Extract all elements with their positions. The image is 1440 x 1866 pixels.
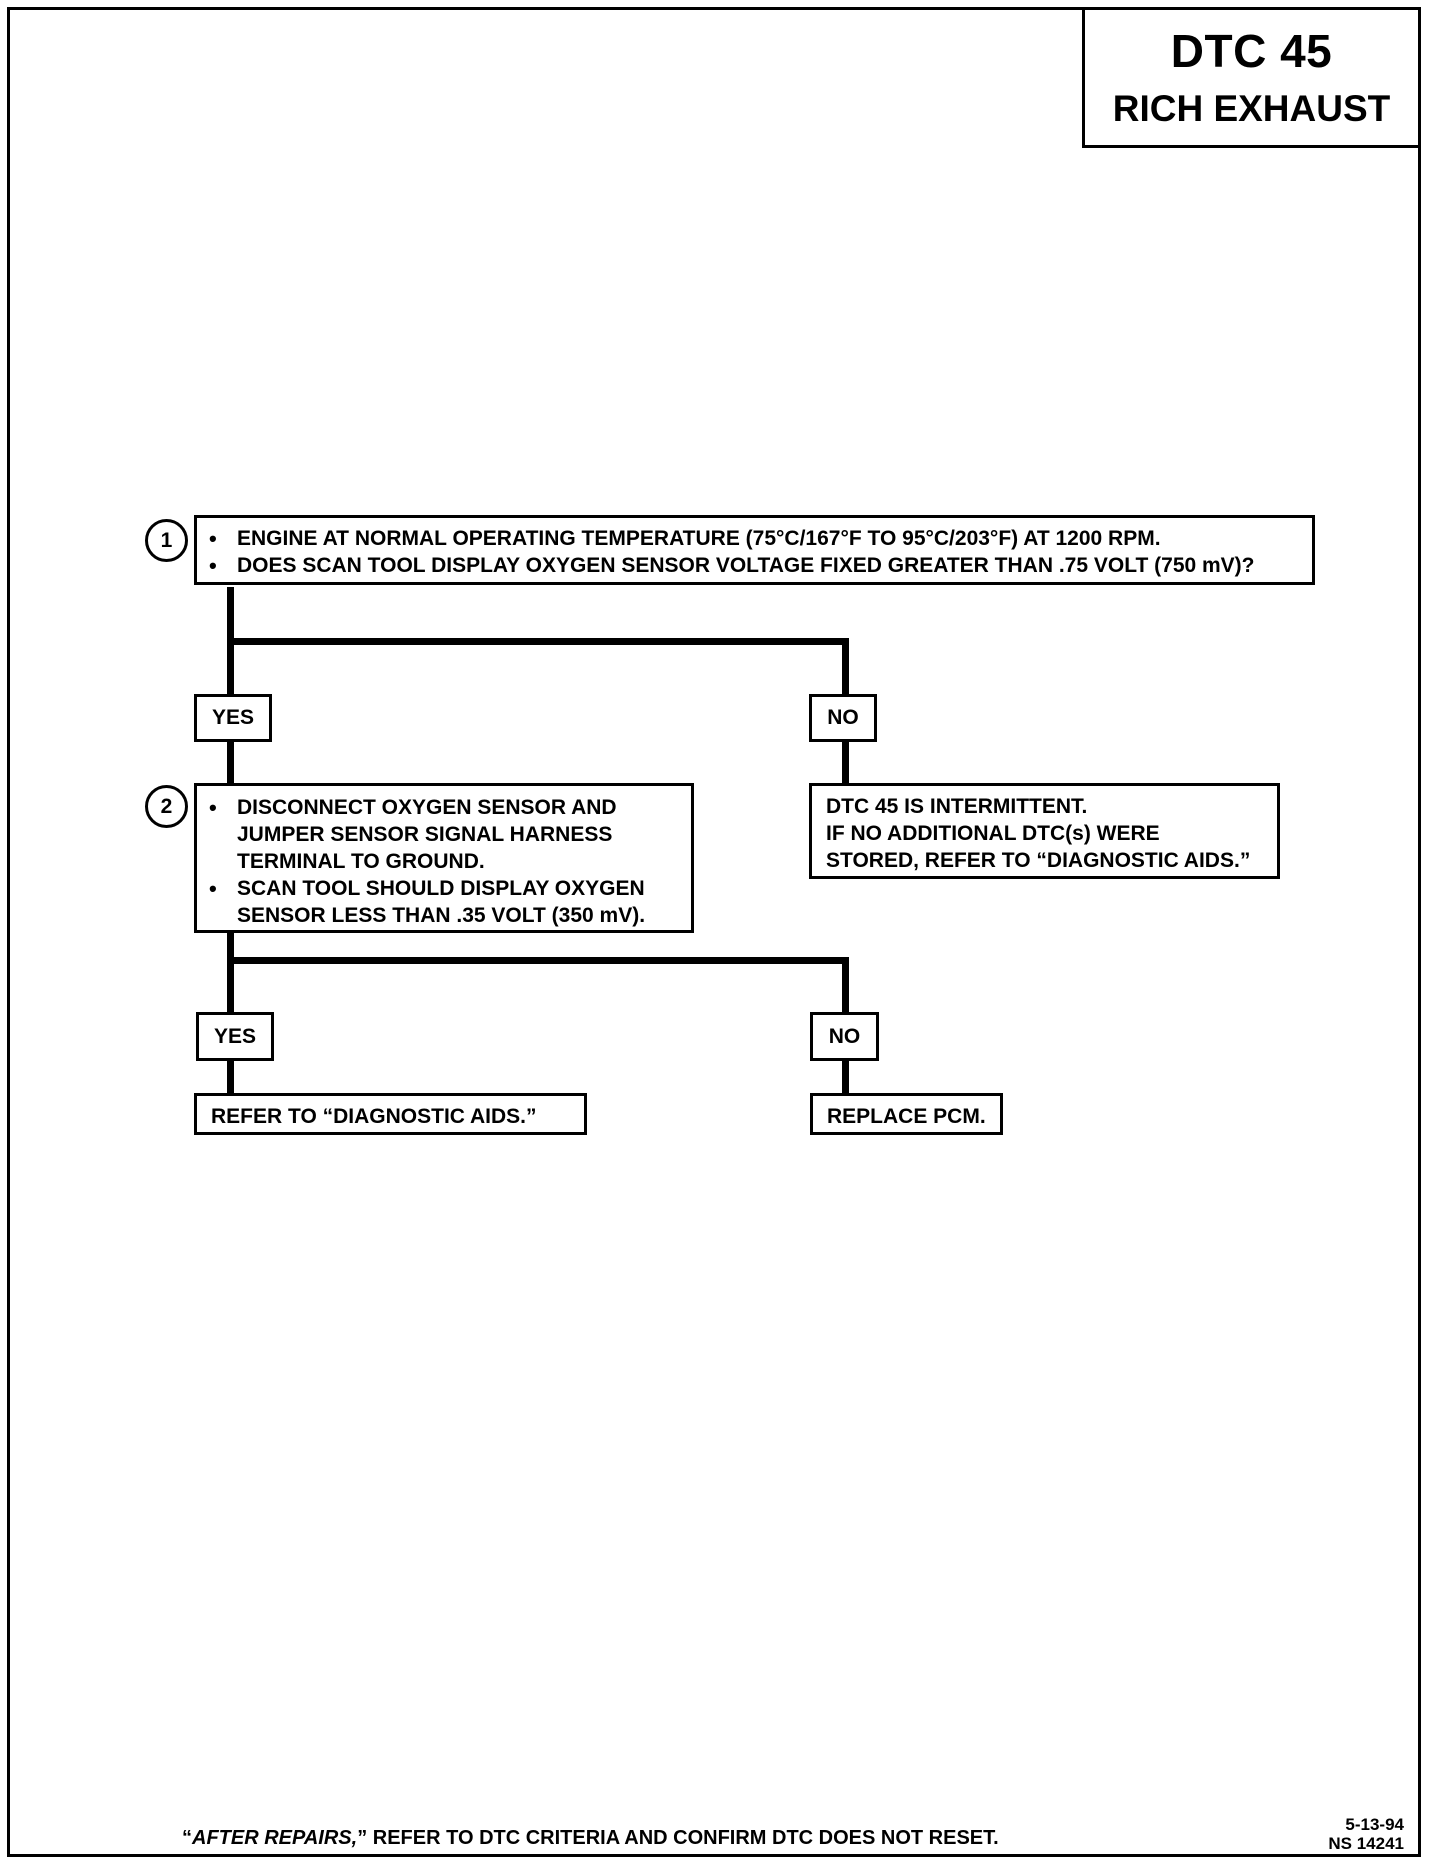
connector-yes2-to-result	[227, 1059, 234, 1096]
step-2-box: DISCONNECT OXYGEN SENSOR AND JUMPER SENS…	[194, 783, 694, 933]
connector-step1-no-down	[842, 638, 849, 697]
note-text: ” REFER TO DTC CRITERIA AND CONFIRM DTC …	[357, 1827, 999, 1849]
dtc-code: DTC 45	[1170, 25, 1333, 77]
step-1-box: ENGINE AT NORMAL OPERATING TEMPERATURE (…	[194, 515, 1315, 585]
note-emphasis: AFTER REPAIRS,	[192, 1827, 358, 1849]
step-2-yes-result: REFER TO “DIAGNOSTIC AIDS.”	[194, 1093, 587, 1135]
connector-no2-to-result	[842, 1059, 849, 1096]
step-1-number: 1	[145, 519, 188, 562]
document-date: 5-13-94	[1345, 1815, 1404, 1834]
result-line: STORED, REFER TO “DIAGNOSTIC AIDS.”	[826, 849, 1251, 872]
connector-step2-no-down	[842, 957, 849, 1015]
step-1-bullets: ENGINE AT NORMAL OPERATING TEMPERATURE (…	[197, 525, 1302, 579]
step-1-bullet: ENGINE AT NORMAL OPERATING TEMPERATURE (…	[197, 525, 1302, 552]
dtc-title: RICH EXHAUST	[1112, 88, 1391, 129]
step-1-bullet: DOES SCAN TOOL DISPLAY OXYGEN SENSOR VOL…	[197, 552, 1302, 579]
result-line: DTC 45 IS INTERMITTENT.	[826, 795, 1088, 818]
step-2-number: 2	[145, 785, 188, 828]
step-2-no-result: REPLACE PCM.	[810, 1093, 1003, 1135]
result-line: IF NO ADDITIONAL DTC(s) WERE	[826, 822, 1160, 845]
step-2-yes-label: YES	[196, 1012, 274, 1061]
title-block: DTC 45 RICH EXHAUST	[1082, 7, 1421, 148]
note-open-quote: “	[182, 1827, 192, 1849]
step-2-bullet: SCAN TOOL SHOULD DISPLAY OXYGEN SENSOR L…	[197, 875, 681, 929]
page-border	[7, 7, 1421, 1857]
after-repairs-note: “AFTER REPAIRS,” REFER TO DTC CRITERIA A…	[182, 1827, 999, 1850]
step-2-no-label: NO	[810, 1012, 879, 1061]
connector-yes1-to-step2	[227, 741, 234, 786]
step-1-no-result: DTC 45 IS INTERMITTENT. IF NO ADDITIONAL…	[809, 783, 1280, 879]
document-ref: NS 14241	[1328, 1834, 1404, 1853]
connector-no1-to-result	[842, 741, 849, 786]
connector-step2-branch	[227, 957, 849, 964]
step-2-bullet: DISCONNECT OXYGEN SENSOR AND JUMPER SENS…	[197, 794, 681, 875]
step-2-bullets: DISCONNECT OXYGEN SENSOR AND JUMPER SENS…	[197, 794, 681, 929]
step-1-yes-label: YES	[194, 694, 272, 742]
connector-step1-branch	[227, 638, 849, 645]
document-meta: 5-13-94 NS 14241	[1300, 1815, 1404, 1853]
step-1-no-label: NO	[809, 694, 877, 742]
connector-step2-down	[227, 931, 234, 1015]
